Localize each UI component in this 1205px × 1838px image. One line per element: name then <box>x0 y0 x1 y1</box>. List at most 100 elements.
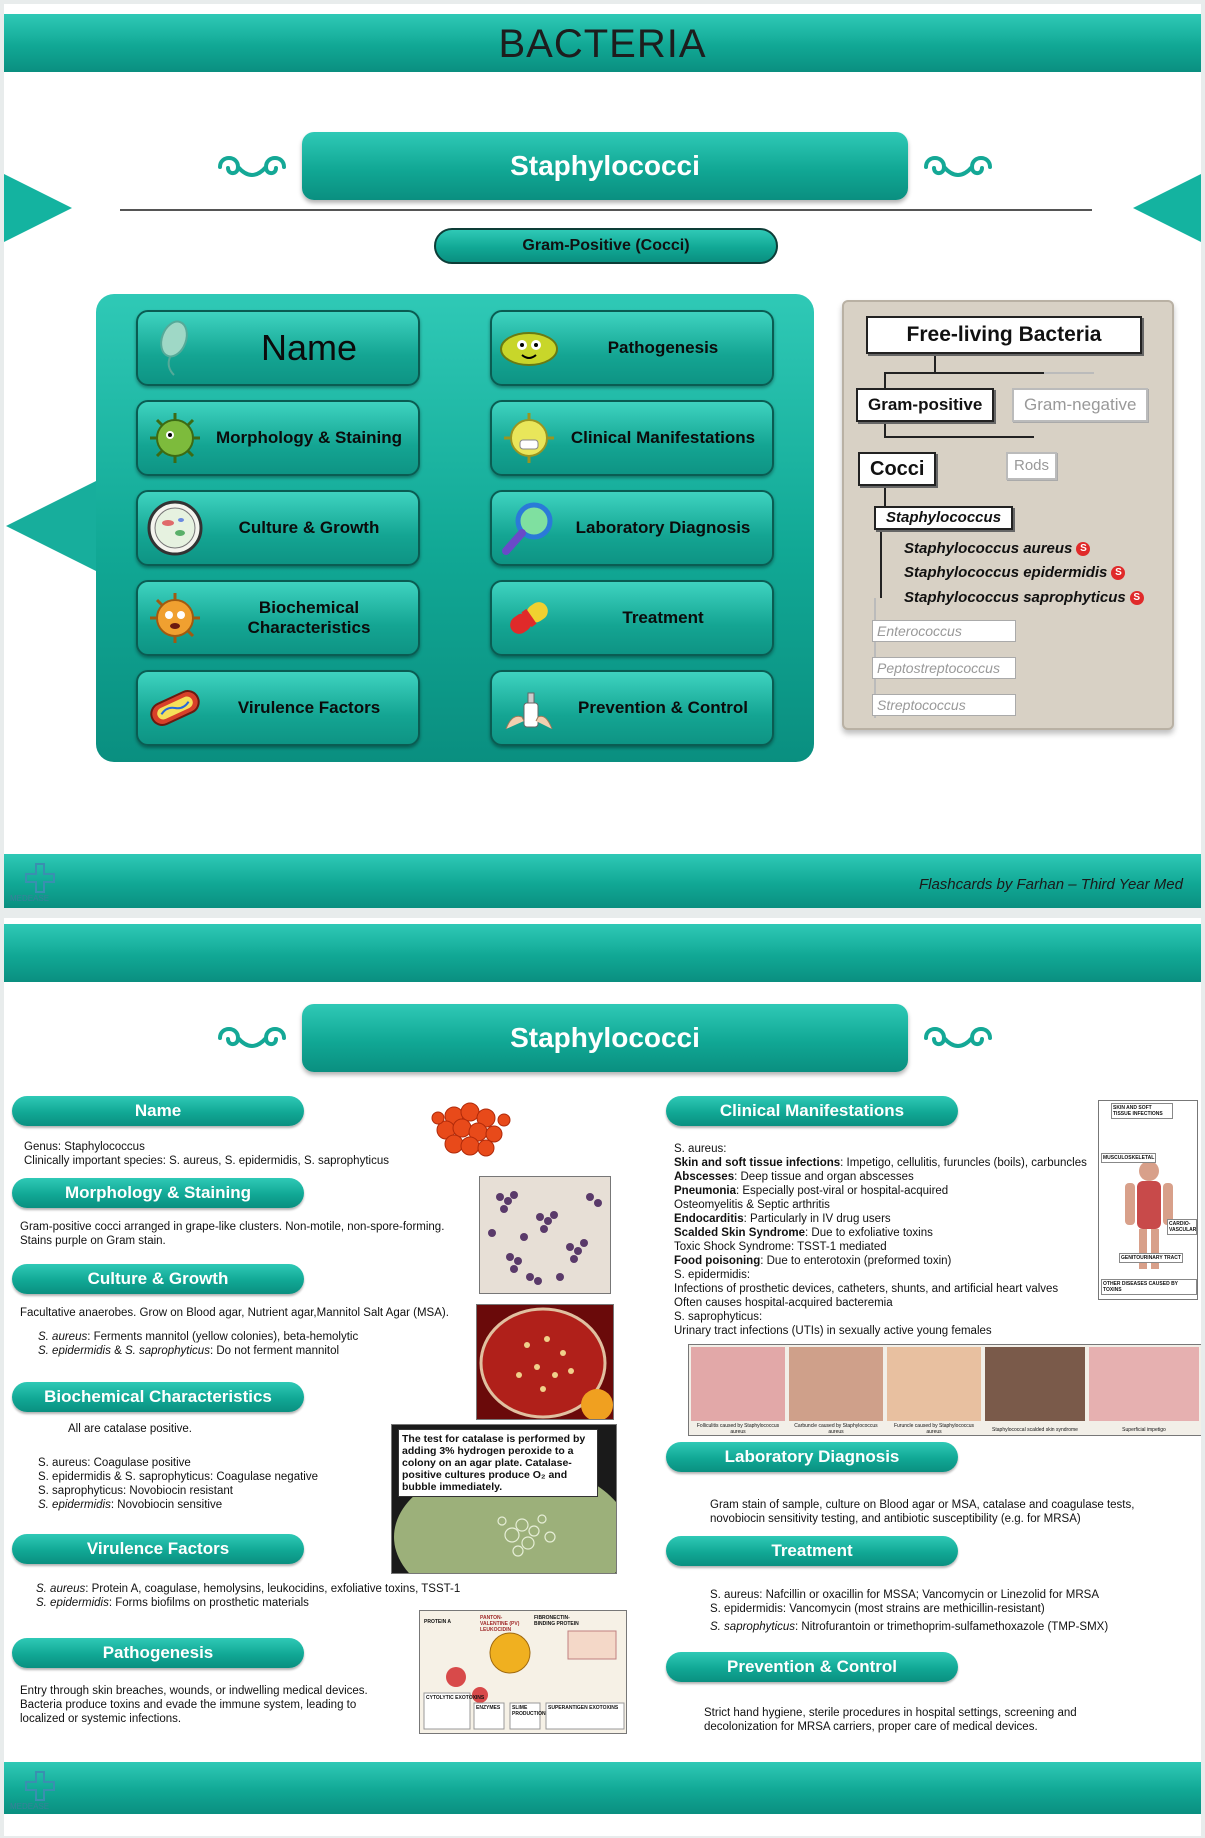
clinical-item: S. saprophyticus: <box>674 1310 1087 1324</box>
virus-icon <box>150 413 200 463</box>
tree-enterococcus: Enterococcus <box>872 620 1016 642</box>
section-culture-text: Facultative anaerobes. Grow on Blood aga… <box>20 1306 449 1358</box>
catalase-caption: The test for catalase is performed by ad… <box>398 1429 598 1497</box>
clinical-item-text: S. aureus: <box>674 1143 727 1155</box>
scroll-ornament-right-icon <box>924 156 992 177</box>
tree-genus: Staphylococcus <box>874 506 1014 530</box>
tree-line <box>1044 372 1094 374</box>
topic-banner: Staphylococci <box>302 132 908 200</box>
clinical-item-text: Infections of prosthetic devices, cathet… <box>674 1283 1059 1295</box>
medease-logo-icon <box>25 1771 55 1801</box>
text-line: S. saprophyticus: Novobiocin resistant <box>38 1485 233 1497</box>
species-name: S. epidermidis <box>38 1499 111 1511</box>
topic-treatment-button[interactable]: Treatment <box>490 580 774 656</box>
tree-line <box>884 436 1034 438</box>
handwash-icon <box>505 692 553 730</box>
petri-dish-icon <box>147 500 203 556</box>
text-line: Stains purple on Gram stain. <box>20 1235 166 1247</box>
page-title: BACTERIA <box>498 22 707 66</box>
section-virulence-header: Virulence Factors <box>12 1534 304 1564</box>
topic-morphology-button[interactable]: Morphology & Staining <box>136 400 420 476</box>
topic-virulence-button[interactable]: Virulence Factors <box>136 670 420 746</box>
text-span: : Ferments mannitol (yellow colonies), b… <box>87 1331 359 1343</box>
topic-clinical-button[interactable]: Clinical Manifestations <box>490 400 774 476</box>
clinical-item: S. epidermidis: <box>674 1268 1087 1282</box>
clinical-item: Osteomyelitis & Septic arthritis <box>674 1198 1087 1212</box>
species-name: S. saprophyticus <box>124 1345 210 1357</box>
clinical-item-text: Urinary tract infections (UTIs) in sexua… <box>674 1325 992 1337</box>
logo-text: MEDEASE <box>10 894 50 903</box>
tree-line <box>884 372 936 374</box>
species-name: S. epidermidis <box>38 1345 111 1357</box>
topic-label: Biochemical Characteristics <box>247 598 371 637</box>
section-pathogenesis-header: Pathogenesis <box>12 1638 304 1668</box>
tree-line <box>884 424 886 438</box>
text-span: : Do not ferment mannitol <box>209 1345 340 1357</box>
text-line: Clinically important species: S. aureus,… <box>24 1155 389 1167</box>
clinical-item: Infections of prosthetic devices, cathet… <box>674 1282 1087 1296</box>
next-slide-arrow[interactable] <box>1133 174 1201 242</box>
tree-cocci: Cocci <box>858 452 937 486</box>
diagram-label: OTHER DISEASES CAUSED BY TOXINS <box>1101 1279 1197 1295</box>
species-name: S. aureus <box>36 1583 86 1595</box>
text-line: S. aureus: Ferments mannitol (yellow col… <box>20 1330 449 1344</box>
skin-photo <box>887 1347 981 1421</box>
clinical-item: Toxic Shock Syndrome: TSST-1 mediated <box>674 1240 1087 1254</box>
germ-icon <box>500 332 558 366</box>
section-name-text: Genus: Staphylococcus Clinically importa… <box>24 1140 389 1168</box>
text-line: Entry through skin breaches, wounds, or … <box>20 1685 368 1697</box>
title-bar <box>4 14 1201 72</box>
tree-line <box>934 372 1044 374</box>
species-name: S. aureus <box>38 1331 88 1343</box>
topic-label: Treatment <box>622 608 704 627</box>
bacillus-icon <box>160 320 188 376</box>
section-name-header: Name <box>12 1096 304 1126</box>
clinical-item-term: Food poisoning <box>674 1255 761 1267</box>
clinical-item-text: : Due to enterotoxin (preformed toxin) <box>760 1255 952 1267</box>
text-line: Bacteria produce toxins and evade the im… <box>20 1699 357 1711</box>
text-span: : Protein A, coagulase, hemolysins, leuk… <box>85 1583 461 1595</box>
tree-line <box>884 488 886 508</box>
topic-biochemical-button[interactable]: Biochemical Characteristics <box>136 580 420 656</box>
topic-label: Culture & Growth <box>238 518 380 537</box>
species-name: Staphylococcus saprophyticus <box>904 589 1126 606</box>
text-line: novobiocin sensitivity testing, and anti… <box>710 1513 1081 1525</box>
prev-slide-arrow[interactable] <box>4 174 72 242</box>
text-line: Gram-positive cocci arranged in grape-li… <box>20 1221 445 1233</box>
text-line: Gram stain of sample, culture on Blood a… <box>710 1499 1135 1511</box>
topic-name-button[interactable]: Name <box>136 310 420 386</box>
section-pathogenesis-text: Entry through skin breaches, wounds, or … <box>20 1684 368 1726</box>
s-badge-icon: S <box>1129 591 1144 606</box>
photo-caption: Superficial impetigo <box>1122 1427 1166 1433</box>
biochem-lead-text: All are catalase positive. <box>68 1423 193 1435</box>
diagram-label: GENITOURINARY TRACT <box>1119 1253 1183 1263</box>
topic-label: Virulence Factors <box>237 698 381 717</box>
scroll-ornament-left-icon <box>218 1027 286 1048</box>
topic-pathogenesis-button[interactable]: Pathogenesis <box>490 310 774 386</box>
clinical-item-term: Pneumonia <box>674 1185 736 1197</box>
clinical-item-text: : Deep tissue and organ abscesses <box>734 1171 914 1183</box>
topic-banner: Staphylococci <box>302 1004 908 1072</box>
section-biochem-text: S. aureus: Coagulase positive S. epiderm… <box>38 1456 318 1512</box>
tree-line <box>934 356 936 374</box>
topic-lab-diagnosis-button[interactable]: Laboratory Diagnosis <box>490 490 774 566</box>
clinical-item-text: : Due to exfoliative toxins <box>805 1227 933 1239</box>
text-line: S. aureus: Protein A, coagulase, hemolys… <box>36 1582 460 1596</box>
footer-bar: MEDEASE Flashcards by Farhan – Third Yea… <box>4 854 1201 908</box>
tree-root: Free-living Bacteria <box>866 316 1142 354</box>
topic-prevention-button[interactable]: Prevention & Control <box>490 670 774 746</box>
angry-germ-icon <box>150 593 200 643</box>
tree-gram-negative: Gram-negative <box>1012 388 1149 422</box>
slide-overview: BACTERIA Staphylococci Gram-Positive (Co… <box>4 4 1201 908</box>
diagram-label: FIBRONECTIN-BINDING PROTEIN <box>534 1615 579 1627</box>
section-culture-header: Culture & Growth <box>12 1264 304 1294</box>
section-labdx-header: Laboratory Diagnosis <box>666 1442 958 1472</box>
body-systems-diagram: SKIN AND SOFT TISSUE INFECTIONS MUSCULOS… <box>1098 1100 1198 1300</box>
topic-culture-button[interactable]: Culture & Growth <box>136 490 420 566</box>
s-badge-icon: S <box>1076 542 1091 557</box>
topic-label: Pathogenesis <box>607 338 719 357</box>
tree-peptostreptococcus: Peptostreptococcus <box>872 657 1016 679</box>
photo-caption: Staphylococcal scalded skin syndrome <box>992 1427 1078 1433</box>
text-line: decolonization for MRSA carriers, proper… <box>704 1721 1038 1733</box>
